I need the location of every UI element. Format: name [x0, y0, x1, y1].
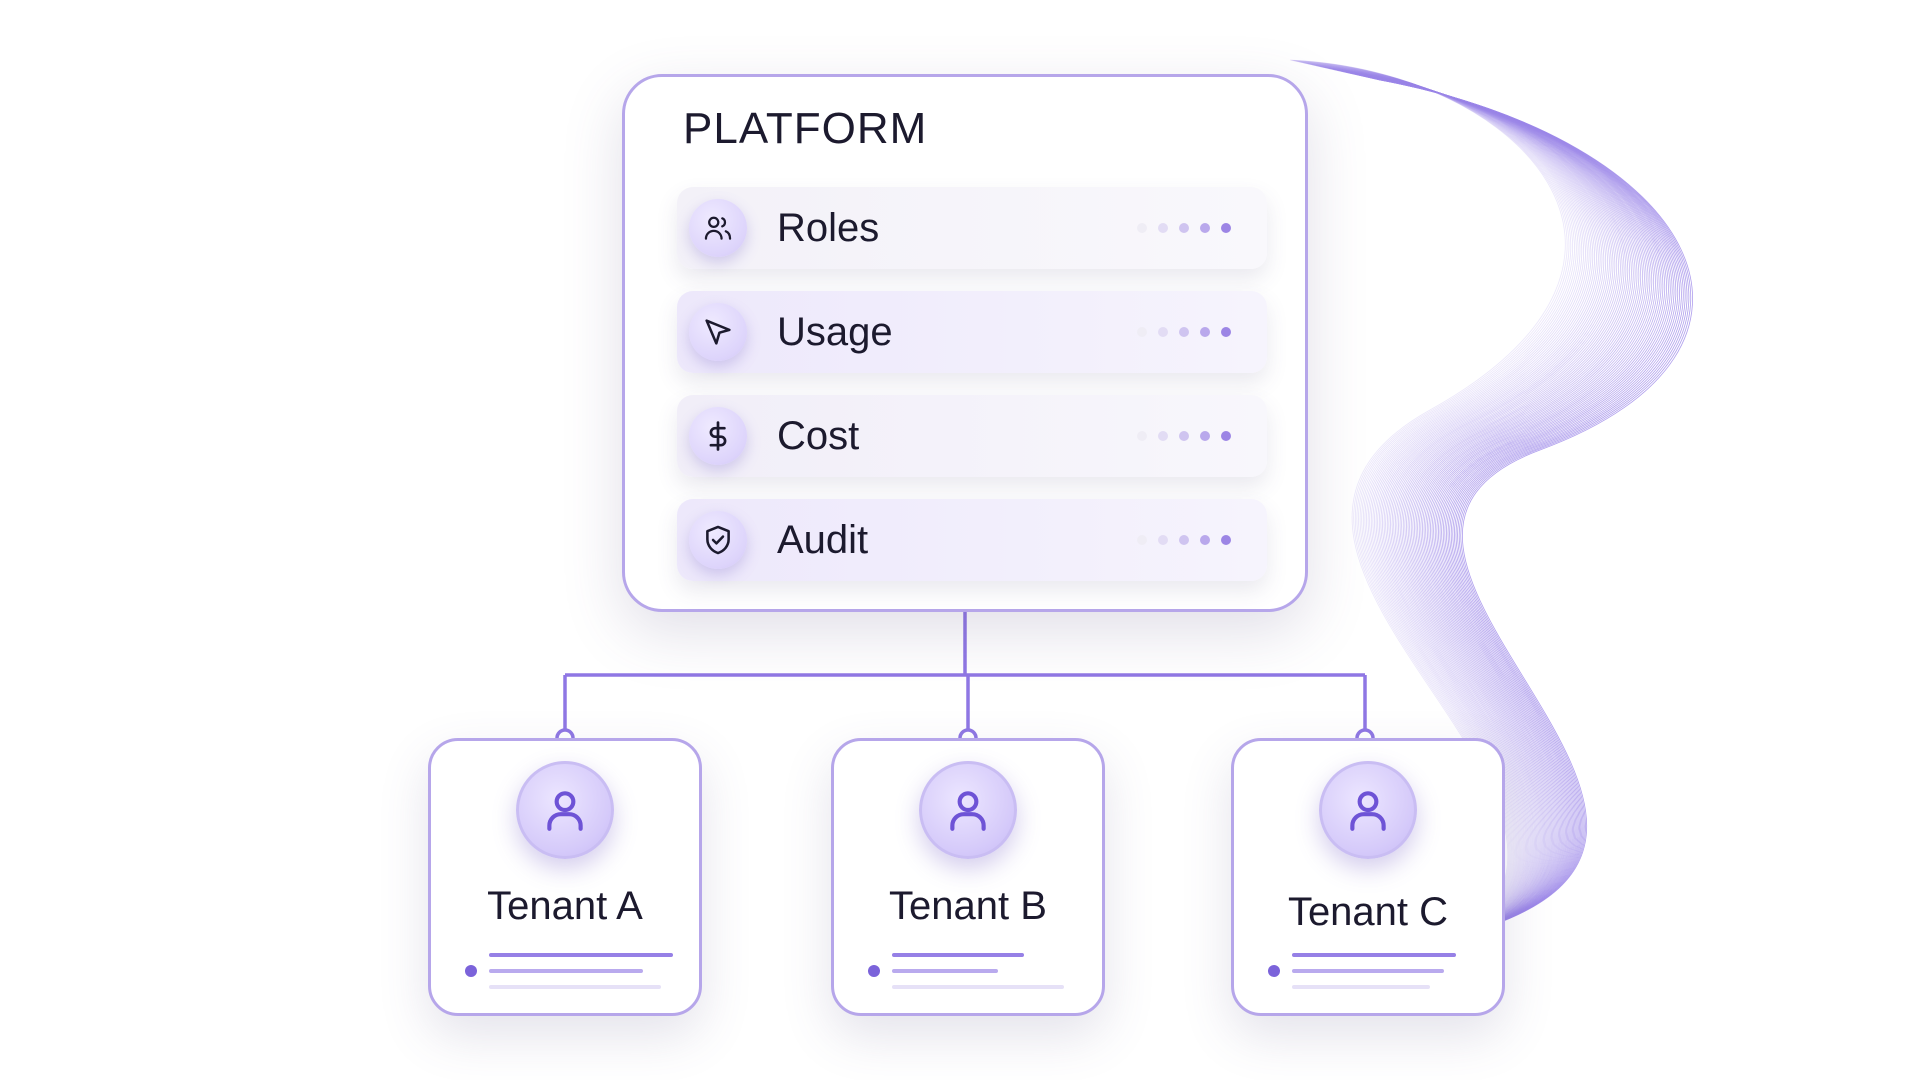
platform-item-label: Roles: [777, 206, 880, 250]
wave-line: [1331, 68, 1625, 947]
row-indicator-dots: [1137, 431, 1231, 441]
wave-line: [1338, 70, 1634, 945]
wave-line: [1303, 62, 1584, 953]
wave-line: [1319, 66, 1608, 949]
wave-line: [1301, 62, 1582, 953]
wave-line: [1344, 71, 1643, 944]
wave-line: [1340, 70, 1638, 945]
wave-line: [1305, 63, 1588, 952]
wave-line: [1339, 70, 1636, 945]
wave-line: [1310, 64, 1595, 951]
tenant-detail-lines: [463, 953, 673, 993]
wave-line: [1368, 76, 1677, 938]
tenant-name: Tenant B: [889, 884, 1047, 928]
wave-line: [1352, 73, 1655, 942]
wave-line: [1346, 72, 1645, 943]
wave-line: [1362, 75, 1669, 940]
tenant-detail-lines: [866, 953, 1076, 993]
wave-line: [1343, 71, 1642, 944]
wave-line: [1359, 74, 1664, 941]
user-icon: [919, 761, 1017, 859]
wave-line: [1325, 67, 1616, 948]
wave-line: [1329, 68, 1621, 947]
platform-card: PLATFORM Roles Usage: [622, 74, 1308, 612]
tenant-card-b[interactable]: Tenant B: [831, 738, 1105, 1016]
platform-item-label: Usage: [777, 310, 893, 354]
wave-line: [1296, 61, 1575, 954]
platform-item-roles[interactable]: Roles: [677, 187, 1267, 269]
wave-line: [1318, 65, 1606, 949]
wave-line: [1379, 79, 1693, 936]
shield-check-icon: [689, 511, 747, 569]
wave-line: [1357, 74, 1662, 941]
wave-line: [1349, 72, 1651, 943]
platform-item-label: Cost: [777, 414, 860, 458]
wave-line: [1365, 76, 1673, 939]
platform-item-cost[interactable]: Cost: [677, 395, 1267, 477]
wave-line: [1304, 62, 1586, 953]
wave-line: [1373, 78, 1684, 937]
platform-item-audit[interactable]: Audit: [677, 499, 1267, 581]
wave-line: [1322, 66, 1612, 949]
wave-line: [1351, 73, 1653, 942]
wave-line: [1330, 68, 1623, 947]
tenant-card-a[interactable]: Tenant A: [428, 738, 702, 1016]
wave-line: [1364, 76, 1671, 939]
tenant-name: Tenant C: [1287, 890, 1449, 934]
wave-line: [1369, 77, 1678, 938]
tenant-card-c[interactable]: Tenant C: [1231, 738, 1505, 1016]
wave-line: [1321, 66, 1610, 949]
tenant-detail-lines: [1266, 953, 1476, 993]
wave-line: [1378, 79, 1692, 936]
dollar-icon: [689, 407, 747, 465]
platform-item-label: Audit: [777, 518, 869, 562]
wave-line: [1297, 61, 1577, 954]
wave-line: [1356, 74, 1660, 941]
tenant-name: Tenant A: [487, 884, 643, 928]
platform-item-usage[interactable]: Usage: [677, 291, 1267, 373]
wave-line: [1376, 78, 1688, 937]
wave-line: [1306, 63, 1590, 952]
wave-line: [1327, 68, 1619, 947]
wave-line: [1323, 67, 1614, 948]
row-indicator-dots: [1137, 223, 1231, 233]
platform-title: PLATFORM: [683, 104, 928, 153]
wave-line: [1366, 76, 1675, 939]
wave-line: [1370, 77, 1680, 938]
wave-line: [1347, 72, 1647, 943]
row-indicator-dots: [1137, 535, 1231, 545]
wave-line: [1314, 65, 1601, 950]
cursor-pointer-icon: [689, 303, 747, 361]
wave-line: [1355, 74, 1658, 941]
wave-line: [1299, 61, 1579, 954]
wave-line: [1309, 63, 1593, 952]
wave-line: [1348, 72, 1649, 943]
wave-line: [1308, 63, 1592, 952]
user-icon: [1319, 761, 1417, 859]
wave-line: [1334, 69, 1629, 946]
wave-line: [1313, 64, 1599, 951]
wave-line: [1312, 64, 1597, 951]
users-icon: [689, 199, 747, 257]
wave-line: [1335, 69, 1630, 946]
wave-line: [1316, 65, 1603, 950]
wave-line: [1353, 73, 1656, 942]
wave-line: [1300, 61, 1581, 954]
wave-line: [1372, 77, 1682, 938]
wave-line: [1332, 69, 1627, 946]
wave-line: [1317, 65, 1605, 950]
wave-line: [1360, 75, 1666, 940]
wave-line: [1361, 75, 1667, 940]
wave-line: [1342, 71, 1640, 944]
row-indicator-dots: [1137, 327, 1231, 337]
wave-line: [1326, 67, 1618, 948]
wave-line: [1374, 78, 1686, 937]
wave-line: [1377, 79, 1690, 936]
user-icon: [516, 761, 614, 859]
wave-line: [1336, 70, 1632, 945]
